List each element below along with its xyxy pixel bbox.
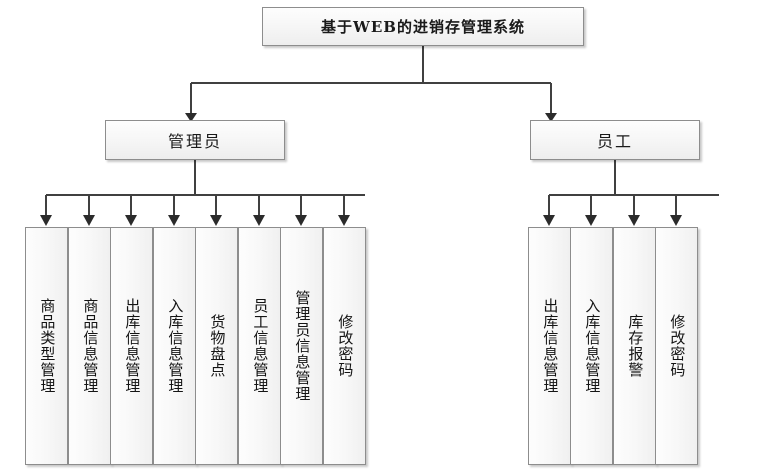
leaf-node-staff-4: 修改密码 xyxy=(655,227,698,465)
leaf-label: 修改密码 xyxy=(336,314,355,378)
leaf-node-admin-4: 入库信息管理 xyxy=(153,227,196,465)
leaf-label: 货物盘点 xyxy=(208,314,227,378)
leaf-label: 出库信息管理 xyxy=(541,298,560,394)
leaf-node-staff-1: 出库信息管理 xyxy=(528,227,571,465)
leaf-label: 入库信息管理 xyxy=(583,298,602,394)
leaf-label: 库存报警 xyxy=(626,314,645,378)
leaf-node-staff-3: 库存报警 xyxy=(613,227,656,465)
leaf-node-admin-2: 商品信息管理 xyxy=(68,227,111,465)
role-node-staff: 员工 xyxy=(530,120,700,160)
root-node-system-title: 基于WEB的进销存管理系统 xyxy=(262,7,584,46)
leaf-node-admin-1: 商品类型管理 xyxy=(25,227,68,465)
leaf-node-admin-3: 出库信息管理 xyxy=(110,227,153,465)
leaf-node-admin-6: 员工信息管理 xyxy=(238,227,281,465)
leaf-node-admin-5: 货物盘点 xyxy=(195,227,238,465)
leaf-label: 商品类型管理 xyxy=(38,298,57,394)
leaf-node-staff-2: 入库信息管理 xyxy=(570,227,613,465)
role-node-admin: 管理员 xyxy=(105,120,285,160)
leaf-label: 员工信息管理 xyxy=(251,298,270,394)
leaf-label: 管理员信息管理 xyxy=(293,290,312,402)
leaf-label: 修改密码 xyxy=(668,314,687,378)
leaf-label: 出库信息管理 xyxy=(123,298,142,394)
leaf-label: 商品信息管理 xyxy=(81,298,100,394)
leaf-node-admin-7: 管理员信息管理 xyxy=(280,227,323,465)
leaf-node-admin-8: 修改密码 xyxy=(323,227,366,465)
leaf-label: 入库信息管理 xyxy=(166,298,185,394)
